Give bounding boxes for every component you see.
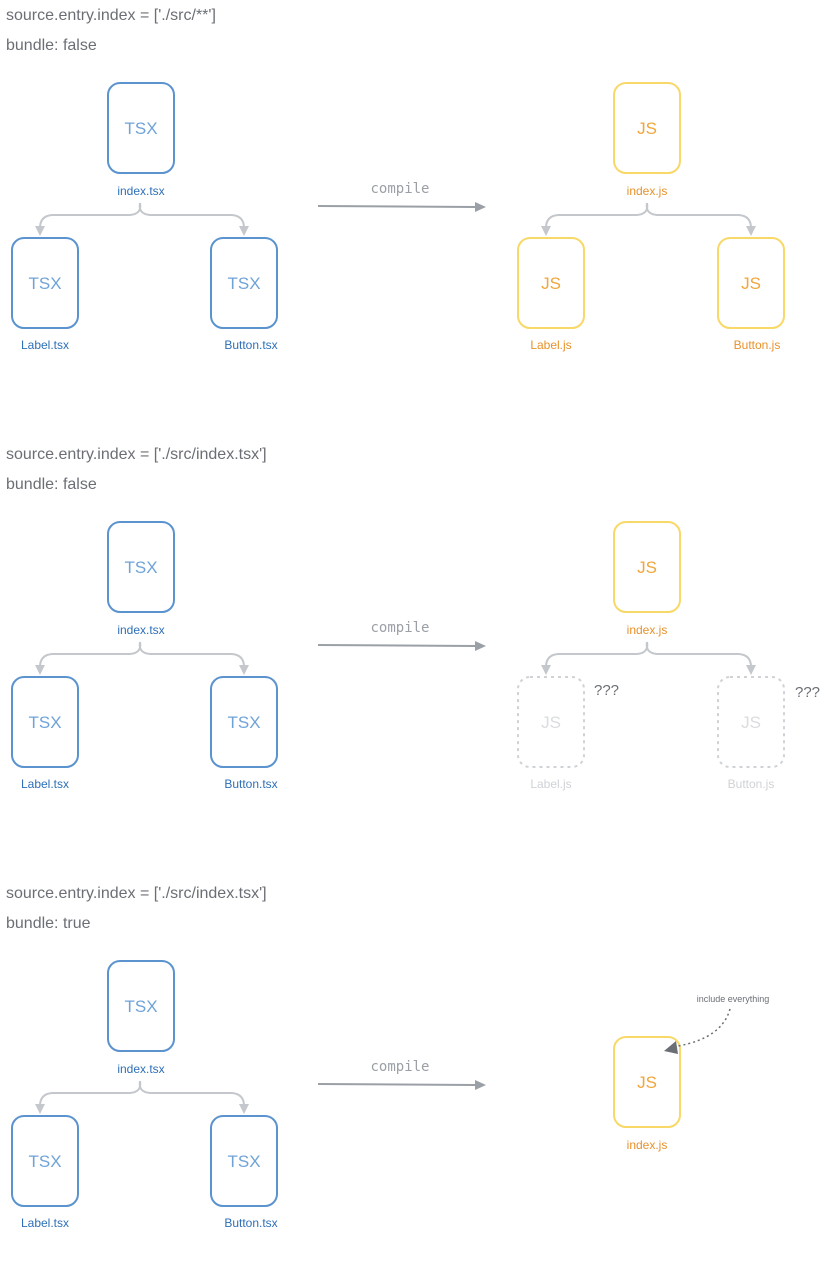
file-name: Label.tsx [21, 1216, 69, 1230]
js-file-missing: JS Label.js ??? [517, 676, 619, 791]
compile-diagram: TSX index.tsx TSX Label.tsx TSX Button.t… [11, 960, 769, 1230]
file-name: Label.js [530, 777, 571, 791]
tsx-file-child: TSX Label.tsx [11, 1115, 79, 1230]
tsx-file-root: TSX index.tsx [107, 521, 175, 637]
file-type-label: JS [741, 274, 761, 293]
output-tree: JS index.js JS Label.js JS Button.js [517, 82, 785, 352]
file-name: index.js [627, 184, 668, 198]
file-name: Label.tsx [21, 338, 69, 352]
arrowhead-icon [475, 202, 486, 212]
file-type-label: JS [541, 713, 561, 732]
tsx-file-child: TSX Button.tsx [210, 237, 278, 352]
compile-label: compile [370, 1059, 429, 1075]
compile-diagram: TSX index.tsx TSX Label.tsx TSX Button.t… [11, 82, 785, 352]
source-tree: TSX index.tsx TSX Label.tsx TSX Button.t… [11, 82, 278, 352]
file-type-label: JS [541, 274, 561, 293]
tsx-file-child: TSX Button.tsx [210, 676, 278, 791]
arrowhead-icon [475, 1080, 486, 1090]
js-file-root: JS index.js [613, 521, 681, 637]
file-name: index.js [627, 623, 668, 637]
js-file-root: JS index.js [613, 82, 681, 198]
annotation-text: include everything [697, 994, 770, 1004]
file-name: Label.js [530, 338, 571, 352]
unknown-mark: ??? [795, 684, 820, 701]
file-type-label: TSX [227, 1152, 260, 1171]
js-file-child: JS Button.js [717, 237, 785, 352]
file-type-label: JS [637, 119, 657, 138]
file-name: index.js [627, 1138, 668, 1152]
bundle-config-line: bundle: false [6, 37, 97, 54]
js-file-missing: JS Button.js ??? [717, 676, 820, 791]
compile-diagram: TSX index.tsx TSX Label.tsx TSX Button.t… [11, 521, 820, 791]
section-single-entry-bundle: source.entry.index = ['./src/index.tsx']… [0, 878, 825, 1278]
file-name: Label.tsx [21, 777, 69, 791]
file-type-label: TSX [227, 274, 260, 293]
file-type-label: TSX [124, 119, 157, 138]
branch-connector [35, 1080, 249, 1114]
file-name: index.tsx [117, 184, 164, 198]
file-type-label: TSX [124, 997, 157, 1016]
entry-config-line: source.entry.index = ['./src/**'] [6, 7, 216, 24]
bundle-config-line: bundle: true [6, 915, 91, 932]
entry-config-line: source.entry.index = ['./src/index.tsx'] [6, 885, 267, 902]
js-bundle-file: JS index.js [613, 1036, 681, 1152]
file-type-label: TSX [28, 713, 61, 732]
tsx-file-child: TSX Label.tsx [11, 676, 79, 791]
tsx-file-root: TSX index.tsx [107, 82, 175, 198]
file-name: Button.tsx [224, 777, 277, 791]
bundle-diagram: source.entry.index = ['./src/**'] bundle… [0, 0, 825, 1230]
file-name: Button.js [734, 338, 781, 352]
compile-label: compile [370, 181, 429, 197]
section-single-entry-no-bundle: source.entry.index = ['./src/index.tsx']… [0, 439, 825, 839]
compile-arrow: compile [317, 181, 486, 212]
js-file-child: JS Label.js [517, 237, 585, 352]
file-name: Button.js [728, 777, 775, 791]
source-tree: TSX index.tsx TSX Label.tsx TSX Button.t… [11, 521, 278, 791]
file-name: index.tsx [117, 1062, 164, 1076]
file-type-label: TSX [124, 558, 157, 577]
tsx-file-child: TSX Button.tsx [210, 1115, 278, 1230]
source-tree: TSX index.tsx TSX Label.tsx TSX Button.t… [11, 960, 278, 1230]
tsx-file-root: TSX index.tsx [107, 960, 175, 1076]
compile-arrow: compile [317, 620, 486, 651]
file-name: index.tsx [117, 623, 164, 637]
arrowhead-icon [475, 641, 486, 651]
section-glob-entry: source.entry.index = ['./src/**'] bundle… [0, 0, 825, 400]
file-type-label: JS [741, 713, 761, 732]
annotation: include everything [664, 994, 769, 1054]
file-type-label: TSX [227, 713, 260, 732]
file-type-label: JS [637, 558, 657, 577]
file-type-label: TSX [28, 1152, 61, 1171]
branch-connector [541, 641, 756, 675]
branch-connector [541, 202, 756, 236]
annotation-arrow-icon [664, 1041, 678, 1054]
tsx-file-child: TSX Label.tsx [11, 237, 79, 352]
file-type-label: TSX [28, 274, 61, 293]
entry-config-line: source.entry.index = ['./src/index.tsx'] [6, 446, 267, 463]
compile-label: compile [370, 620, 429, 636]
output-tree: JS index.js include everything [613, 994, 769, 1152]
file-type-label: JS [637, 1073, 657, 1092]
branch-connector [35, 202, 249, 236]
bundle-config-line: bundle: false [6, 476, 97, 493]
branch-connector [35, 641, 249, 675]
file-name: Button.tsx [224, 338, 277, 352]
compile-arrow: compile [317, 1059, 486, 1090]
file-name: Button.tsx [224, 1216, 277, 1230]
output-tree: JS index.js JS Label.js ??? JS Button.js… [517, 521, 820, 791]
unknown-mark: ??? [594, 682, 619, 699]
